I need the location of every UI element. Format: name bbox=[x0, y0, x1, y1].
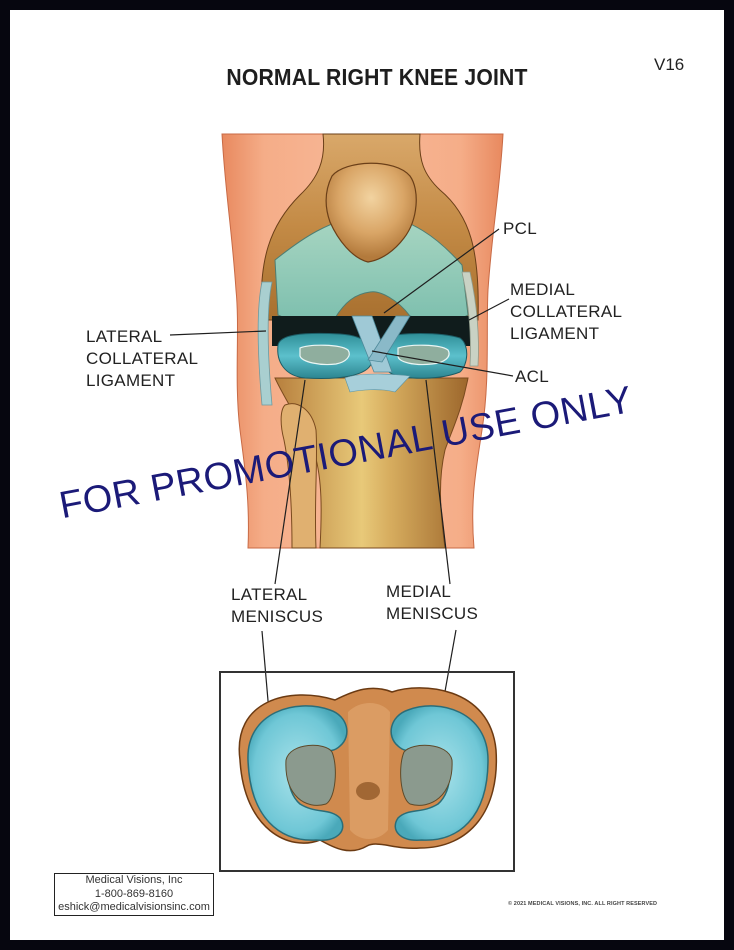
phone-number: 1-800-869-8160 bbox=[94, 887, 174, 900]
document-code: V16 bbox=[654, 55, 685, 74]
email-address: eshick@medicalvisionsinc.com bbox=[58, 901, 210, 913]
label-line: MEDIAL bbox=[386, 582, 452, 601]
label-medial-meniscus: MEDIAL MENISCUS bbox=[386, 581, 478, 625]
company-name: Medical Visions, Inc bbox=[85, 874, 183, 886]
lateral-collateral-ligament-icon bbox=[257, 281, 273, 406]
medial-meniscus-inner bbox=[397, 344, 450, 366]
contact-box: Medical Visions, Inc 1-800-869-8160 eshi… bbox=[54, 873, 214, 916]
label-line: LIGAMENT bbox=[510, 324, 600, 343]
label-line: MENISCUS bbox=[231, 607, 324, 626]
label-pcl: PCL bbox=[503, 219, 537, 238]
fibula-icon bbox=[280, 403, 318, 549]
label-line: LATERAL bbox=[86, 327, 163, 346]
page-title: NORMAL RIGHT KNEE JOINT bbox=[226, 64, 528, 90]
label-line: COLLATERAL bbox=[510, 302, 623, 321]
label-line: LIGAMENT bbox=[86, 371, 176, 390]
lateral-meniscus-inner bbox=[299, 344, 350, 366]
label-lateral-meniscus: LATERAL MENISCUS bbox=[231, 584, 323, 628]
label-lateral-collateral-ligament: LATERAL COLLATERAL LIGAMENT bbox=[86, 326, 198, 392]
menisci-top-view bbox=[238, 687, 498, 852]
pcl-icon bbox=[367, 315, 411, 363]
label-line: MEDIAL bbox=[510, 280, 576, 299]
label-acl: ACL bbox=[515, 367, 549, 386]
patella-icon bbox=[325, 162, 417, 263]
menisci-inset-frame bbox=[219, 671, 515, 872]
label-line: MENISCUS bbox=[386, 604, 479, 623]
label-line: LATERAL bbox=[231, 585, 308, 604]
label-medial-collateral-ligament: MEDIAL COLLATERAL LIGAMENT bbox=[510, 279, 622, 345]
transverse-ligament-icon bbox=[344, 373, 411, 393]
copyright-notice: © 2021 MEDICAL VISIONS, INC. ALL RIGHT R… bbox=[508, 901, 658, 907]
label-line: COLLATERAL bbox=[86, 349, 199, 368]
